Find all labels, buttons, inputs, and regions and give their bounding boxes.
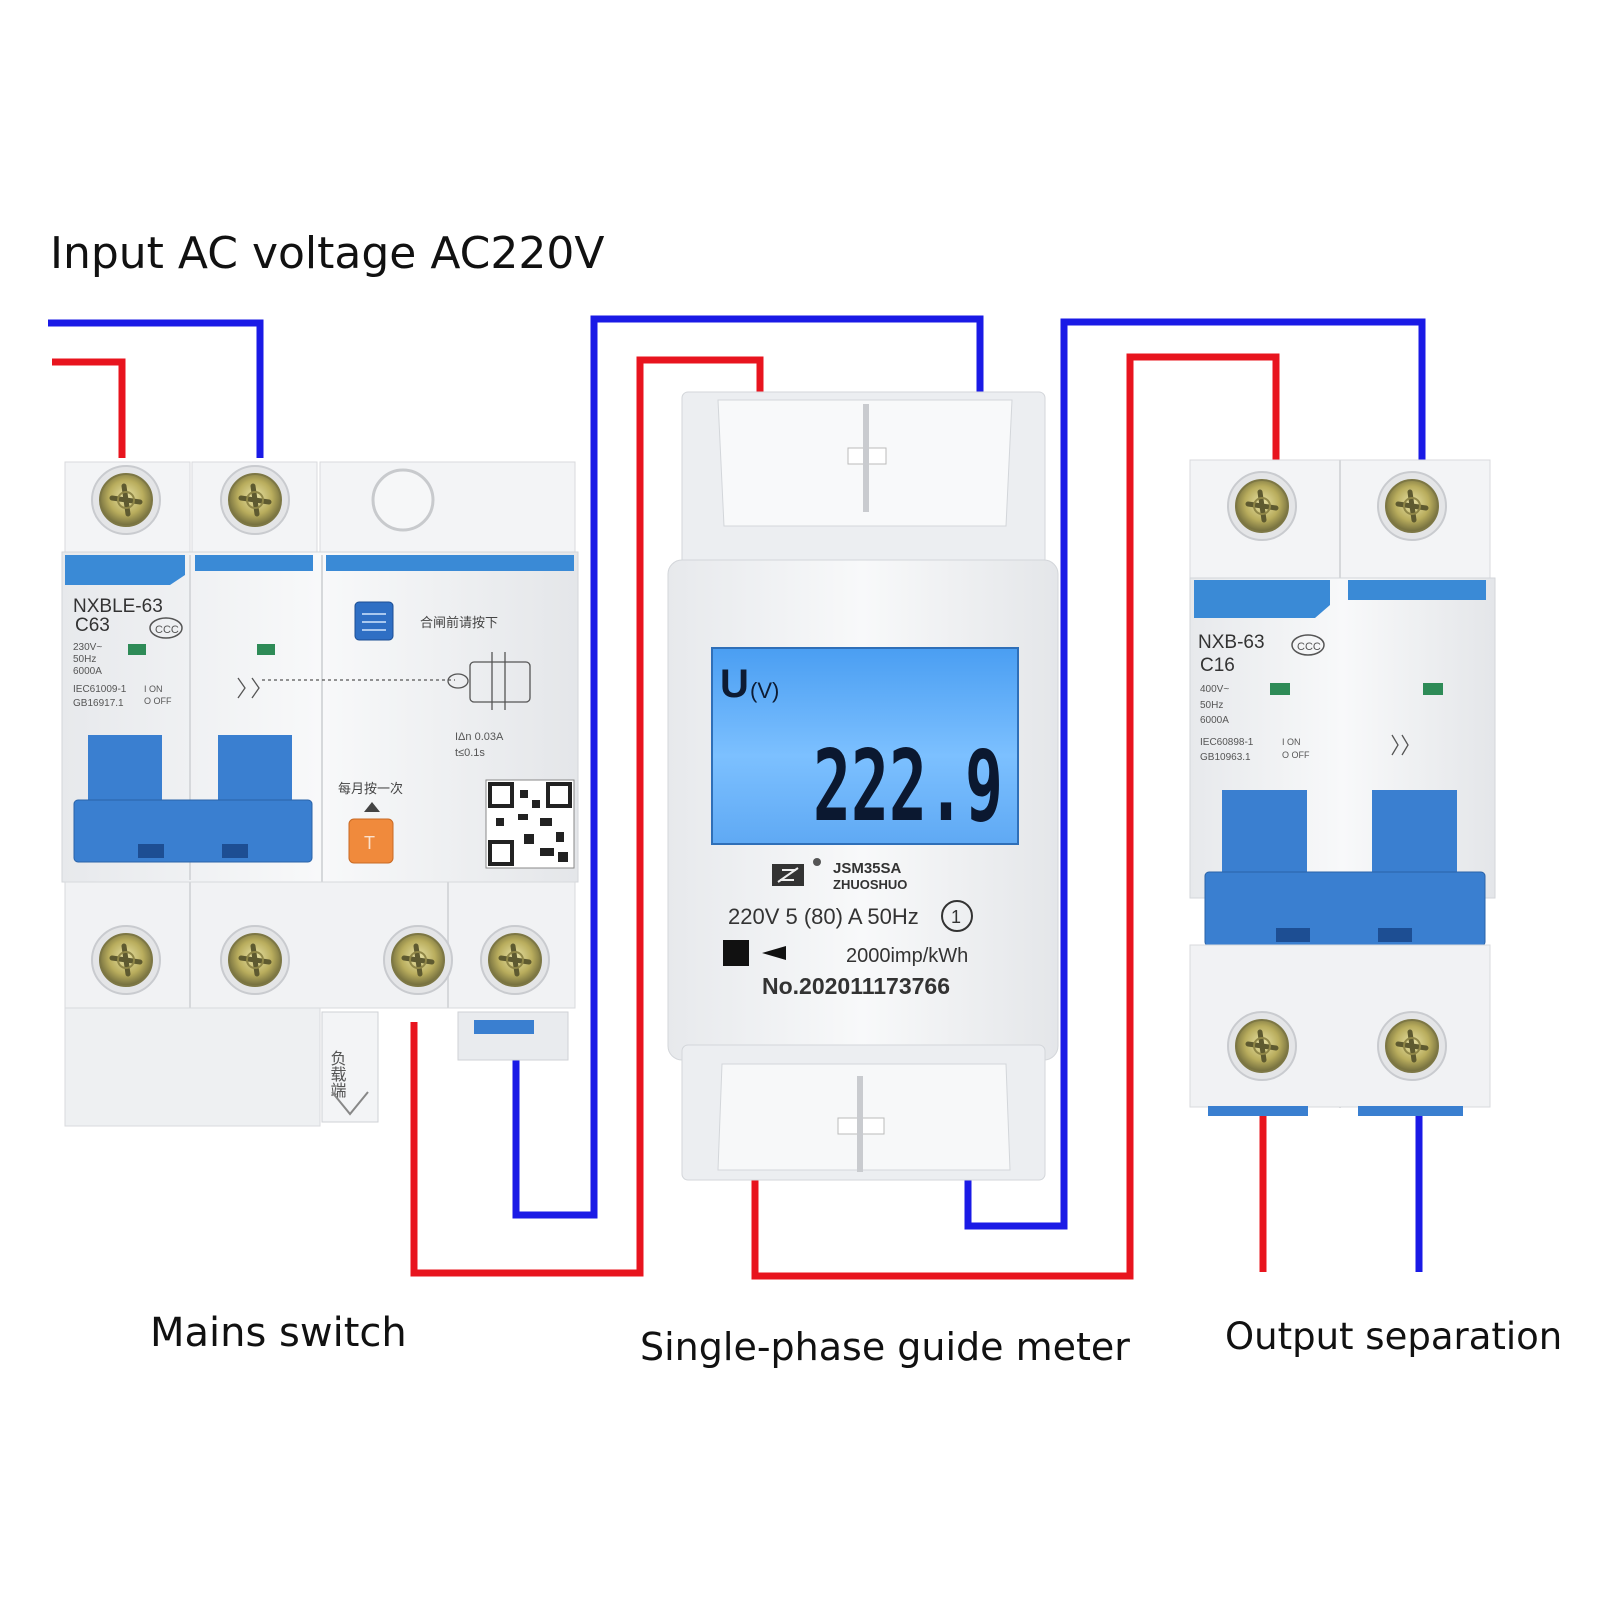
terminal-screw-icon — [92, 926, 160, 994]
trip-coil-icon — [1391, 734, 1409, 756]
trip-time-label: t≤0.1s — [455, 747, 485, 759]
breaker-toggle-handle[interactable] — [1204, 871, 1486, 947]
mains-switch: NXBLE-63 C63 CCC 230V~ 50Hz 6000A IEC610… — [61, 461, 579, 1127]
lcd-reading: 222.9 — [813, 730, 1003, 844]
rcd-schematic-icon — [237, 652, 531, 710]
mains-note-test: 每月按一次 — [338, 781, 403, 796]
terminal-screw-icon — [1378, 1012, 1446, 1080]
status-indicator-icon — [257, 644, 275, 655]
terminal-screw-icon — [384, 926, 452, 994]
mains-to-meter-live-wire — [410, 356, 764, 1277]
terminal-screw-icon — [481, 926, 549, 994]
breaker-spec-line: IEC60898-1 — [1200, 737, 1254, 748]
mains-spec-line: GB16917.1 — [73, 698, 124, 709]
energy-meter: U (V) 222.9 JSM35SA ZHUOSHUO 220V 5 (80)… — [667, 391, 1059, 1181]
breaker-spec-line: 400V~ — [1200, 684, 1229, 695]
arrow-down-icon — [364, 802, 380, 812]
mains-switch-caption: Mains switch — [150, 1310, 407, 1356]
output-caption: Output separation — [1225, 1315, 1563, 1358]
mains-model-label: NXBLE-63 — [73, 596, 163, 617]
input-neutral-wire — [48, 319, 264, 458]
meter-model-label: JSM35SA — [833, 860, 902, 877]
mains-off-label: O OFF — [144, 696, 172, 706]
terminal-screw-icon — [1228, 472, 1296, 540]
mains-to-meter-neutral-wire — [512, 315, 984, 1219]
terminal-screw-icon — [92, 466, 160, 534]
breaker-curve-label: C16 — [1200, 655, 1235, 676]
output-breaker: NXB-63 C16 CCC 400V~ 50Hz 6000A IEC60898… — [1189, 459, 1496, 1116]
mains-spec-line: 6000A — [73, 666, 102, 677]
breaker-on-label: I ON — [1282, 737, 1301, 747]
status-indicator-icon — [1270, 683, 1290, 695]
meter-to-breaker-live-wire — [751, 353, 1280, 1280]
mains-spec-line: 230V~ — [73, 642, 102, 653]
meter-rating-label: 220V 5 (80) A 50Hz — [728, 904, 919, 929]
brand-logo-icon — [772, 858, 821, 886]
mains-spec-line: 50Hz — [73, 654, 96, 665]
residual-current-label: IΔn 0.03A — [455, 731, 504, 743]
breaker-off-label: O OFF — [1282, 750, 1310, 760]
mains-spec-line: IEC61009-1 — [73, 684, 127, 695]
status-indicator-icon — [1423, 683, 1443, 695]
load-side-label: 负载端 — [328, 1050, 347, 1098]
accuracy-class-icon — [941, 900, 973, 932]
mains-toggle-handle[interactable] — [73, 799, 313, 863]
lcd-display — [711, 647, 1019, 845]
breaker-spec-line: 6000A — [1200, 715, 1229, 726]
breaker-spec-line: 50Hz — [1200, 700, 1223, 711]
status-indicator-icon — [128, 644, 146, 655]
meter-serial-label: No.202011173766 — [762, 973, 950, 999]
terminal-screw-icon — [221, 466, 289, 534]
arrow-left-icon — [762, 946, 786, 960]
meter-caption: Single-phase guide meter — [640, 1325, 1130, 1369]
svg-text:CCC: CCC — [1297, 641, 1321, 653]
breaker-spec-line: GB10963.1 — [1200, 752, 1251, 763]
mains-on-label: I ON — [144, 684, 163, 694]
pulse-led-icon — [723, 940, 749, 966]
lcd-unit-symbol: U — [720, 662, 749, 706]
ccc-mark-icon: CCC — [149, 617, 183, 639]
input-live-wire — [52, 358, 126, 458]
module-cap-icon — [371, 468, 435, 532]
meter-brand-label: ZHUOSHUO — [833, 877, 907, 892]
test-button-label: T — [364, 833, 375, 853]
mains-curve-label: C63 — [75, 615, 110, 636]
svg-text:CCC: CCC — [155, 624, 179, 636]
terminal-screw-icon — [1228, 1012, 1296, 1080]
mains-note-top: 合闸前请按下 — [420, 615, 498, 630]
terminal-screw-icon — [221, 926, 289, 994]
meter-to-breaker-neutral-wire — [964, 318, 1426, 1230]
qr-code-icon — [485, 779, 575, 869]
meter-constant-label: 2000imp/kWh — [846, 945, 968, 967]
lcd-unit-label: (V) — [750, 678, 779, 703]
ccc-mark-icon: CCC — [1291, 634, 1325, 656]
terminal-screw-icon — [1378, 472, 1446, 540]
wires — [48, 315, 1426, 1280]
arrow-down-icon — [331, 1091, 369, 1116]
diagram-title: Input AC voltage AC220V — [50, 228, 605, 279]
breaker-model-label: NXB-63 — [1198, 632, 1265, 653]
test-button[interactable] — [348, 818, 394, 864]
meter-class-label: 1 — [951, 907, 961, 927]
